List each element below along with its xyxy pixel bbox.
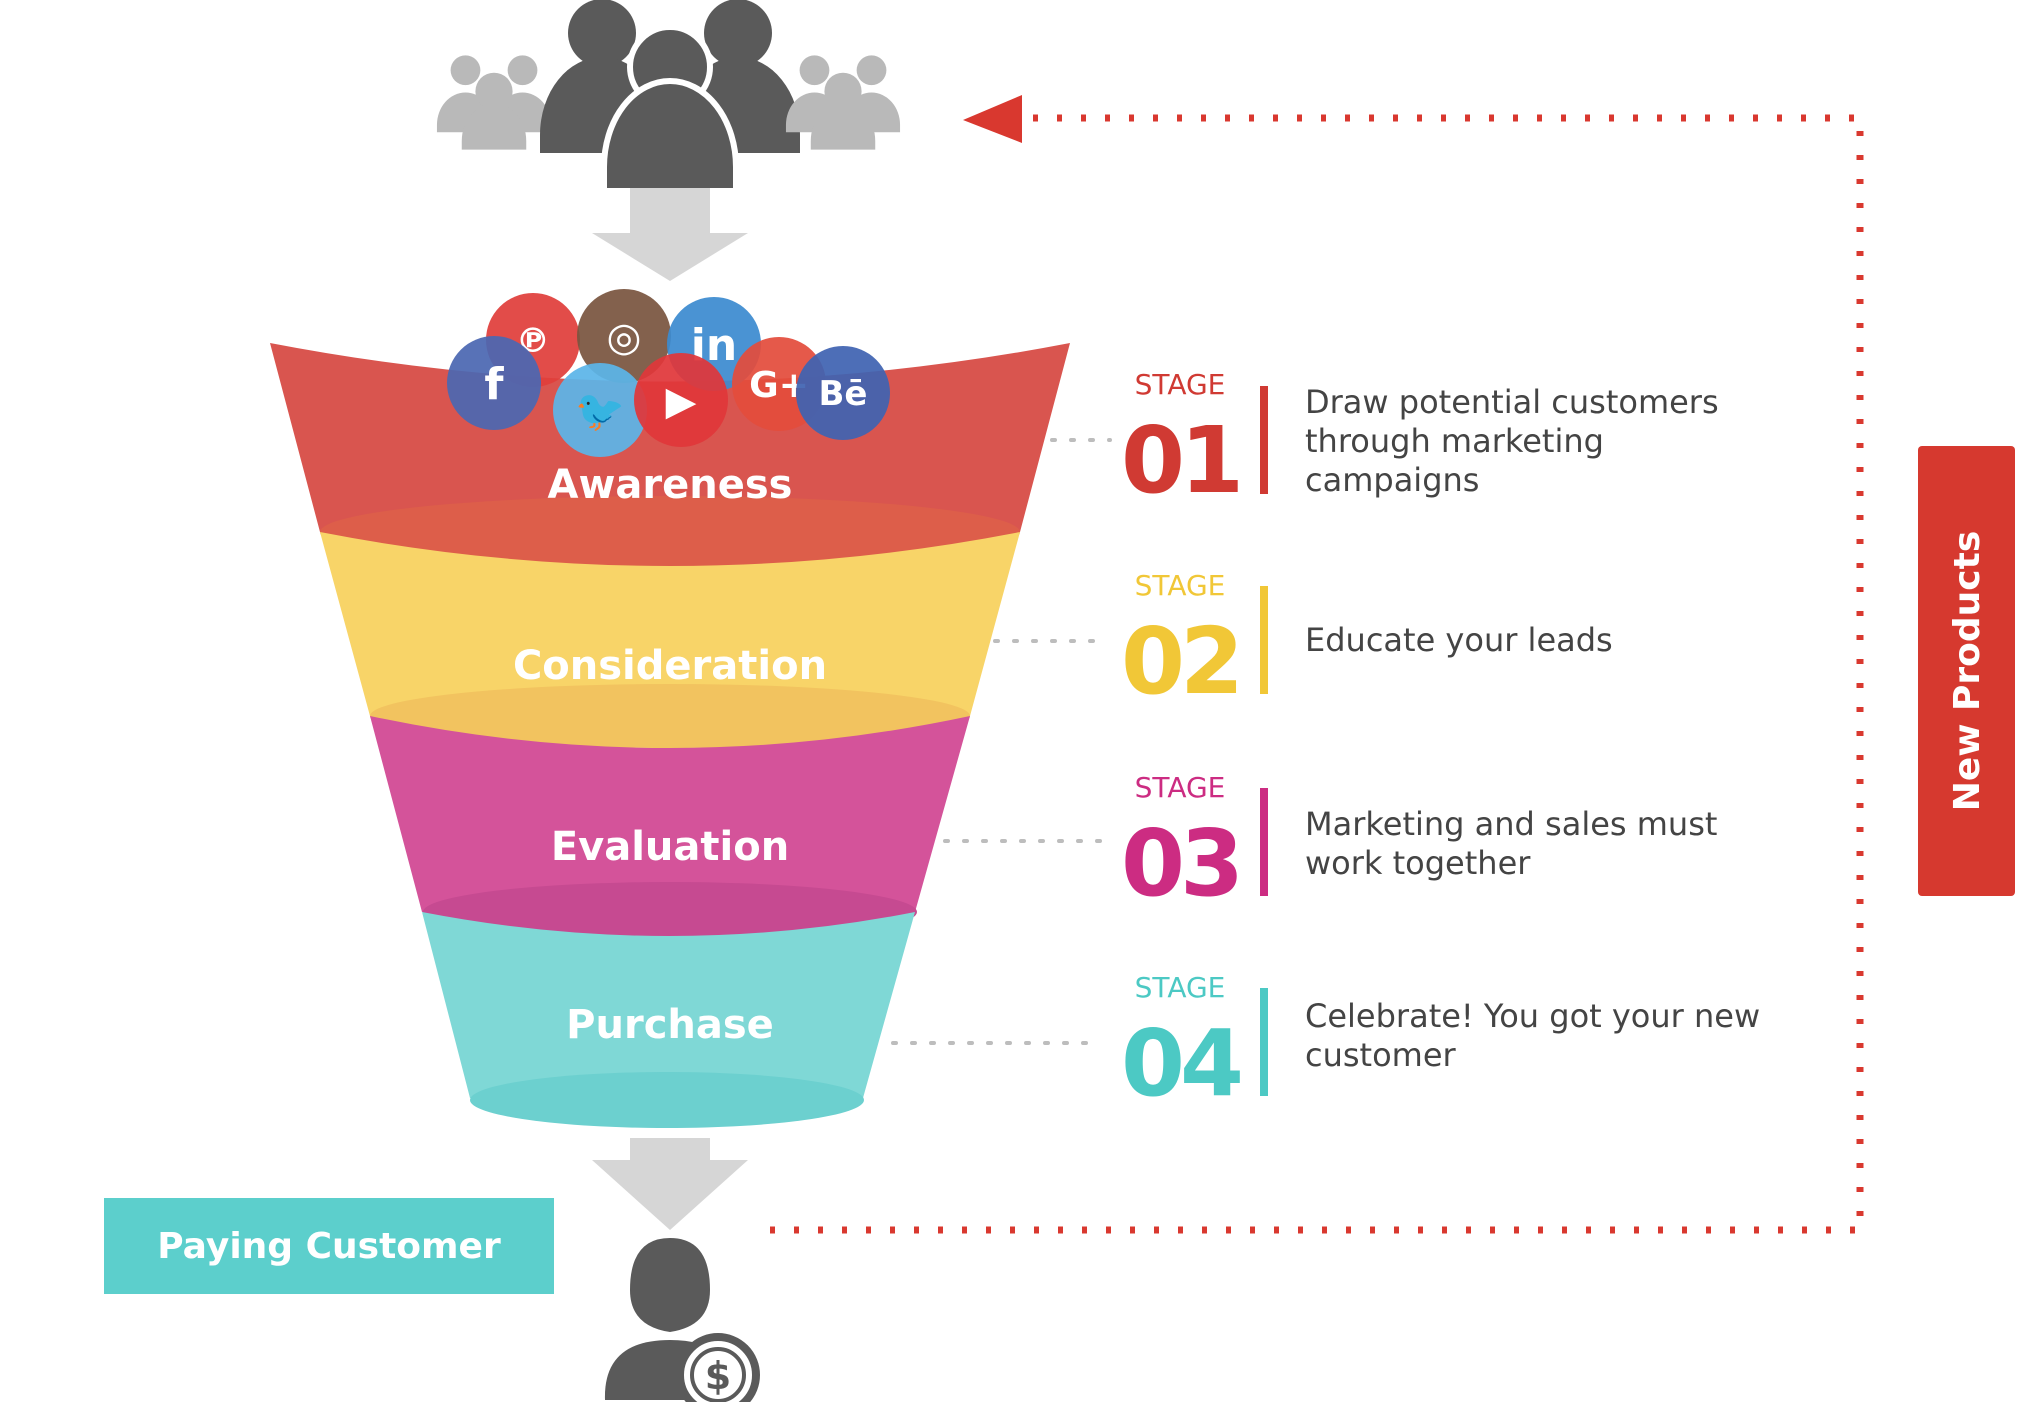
svg-text:$: $ <box>705 1354 731 1398</box>
stage-4-desc-line-2: customer <box>1305 1036 1457 1074</box>
stage-1-divider <box>1260 386 1268 494</box>
stage-2-desc-line-1: Educate your leads <box>1305 621 1613 659</box>
stage-4-word: STAGE <box>1135 971 1226 1004</box>
stage-2-divider <box>1260 586 1268 694</box>
stage-4: STAGE 04 Celebrate! You got your new cus… <box>1121 971 1760 1117</box>
svg-text:🐦: 🐦 <box>575 388 625 434</box>
facebook-icon: f <box>447 336 541 430</box>
funnel-level-purchase <box>422 912 915 1098</box>
stage-2: STAGE 02 Educate your leads <box>1121 569 1613 715</box>
funnel-level-evaluation <box>370 716 970 912</box>
stage-4-divider <box>1260 988 1268 1096</box>
feedback-loop <box>770 95 1864 1234</box>
funnel-level-consideration <box>320 532 1020 716</box>
funnel-label-consideration: Consideration <box>513 643 827 689</box>
svg-text:◎: ◎ <box>607 314 642 360</box>
svg-text:▶: ▶ <box>666 378 697 424</box>
paying-customer-label: Paying Customer <box>157 1226 501 1267</box>
stage-3-desc-line-1: Marketing and sales must <box>1305 805 1717 843</box>
funnel-rim-consideration <box>370 684 970 748</box>
paying-customer-badge: Paying Customer <box>104 1198 554 1294</box>
stage-1-word: STAGE <box>1135 368 1226 401</box>
instagram-icon: ◎ <box>577 289 671 383</box>
stage-1-desc-line-3: campaigns <box>1305 461 1479 499</box>
stage-3-number: 03 <box>1121 810 1239 917</box>
stage-1-number: 01 <box>1121 407 1239 514</box>
people-group-right-icon <box>785 55 901 150</box>
stage-3: STAGE 03 Marketing and sales must work t… <box>1121 771 1717 917</box>
stage-1: STAGE 01 Draw potential customers throug… <box>1121 368 1719 514</box>
people-group-center-icon <box>540 0 800 194</box>
youtube-icon: ▶ <box>634 353 728 447</box>
svg-text:Bē: Bē <box>819 374 868 414</box>
funnel-rim-evaluation <box>423 882 917 942</box>
customer-dollar-icon: $ <box>604 1238 760 1402</box>
stage-3-desc-line-2: work together <box>1305 844 1531 882</box>
new-products-label: New Products <box>1947 531 1988 812</box>
stage-3-divider <box>1260 788 1268 896</box>
people-group-left-icon <box>436 55 552 150</box>
funnel-label-evaluation: Evaluation <box>551 824 789 870</box>
stage-4-desc-line-1: Celebrate! You got your new <box>1305 997 1760 1035</box>
social-icons: ℗◎inf🐦▶G+Bē <box>447 289 890 457</box>
loop-arrow-head-icon <box>963 95 1022 143</box>
stage-1-desc-line-1: Draw potential customers <box>1305 383 1719 421</box>
behance-icon: Bē <box>796 346 890 440</box>
down-arrow-top-icon <box>592 188 748 281</box>
audience-group <box>436 0 901 194</box>
stage-2-word: STAGE <box>1135 569 1226 602</box>
funnel-label-purchase: Purchase <box>566 1002 774 1048</box>
funnel-rim-purchase <box>470 1072 864 1128</box>
down-arrow-bottom-icon <box>592 1138 748 1230</box>
stage-2-number: 02 <box>1121 608 1239 715</box>
twitter-icon: 🐦 <box>553 363 647 457</box>
funnel-rim-awareness <box>320 496 1020 568</box>
stage-4-number: 04 <box>1121 1010 1240 1117</box>
funnel <box>270 343 1070 1128</box>
funnel-label-awareness: Awareness <box>548 462 793 508</box>
new-products-badge: New Products <box>1918 446 2015 896</box>
stage-1-desc-line-2: through marketing <box>1305 422 1604 460</box>
stage-3-word: STAGE <box>1135 771 1226 804</box>
svg-text:f: f <box>484 359 504 410</box>
